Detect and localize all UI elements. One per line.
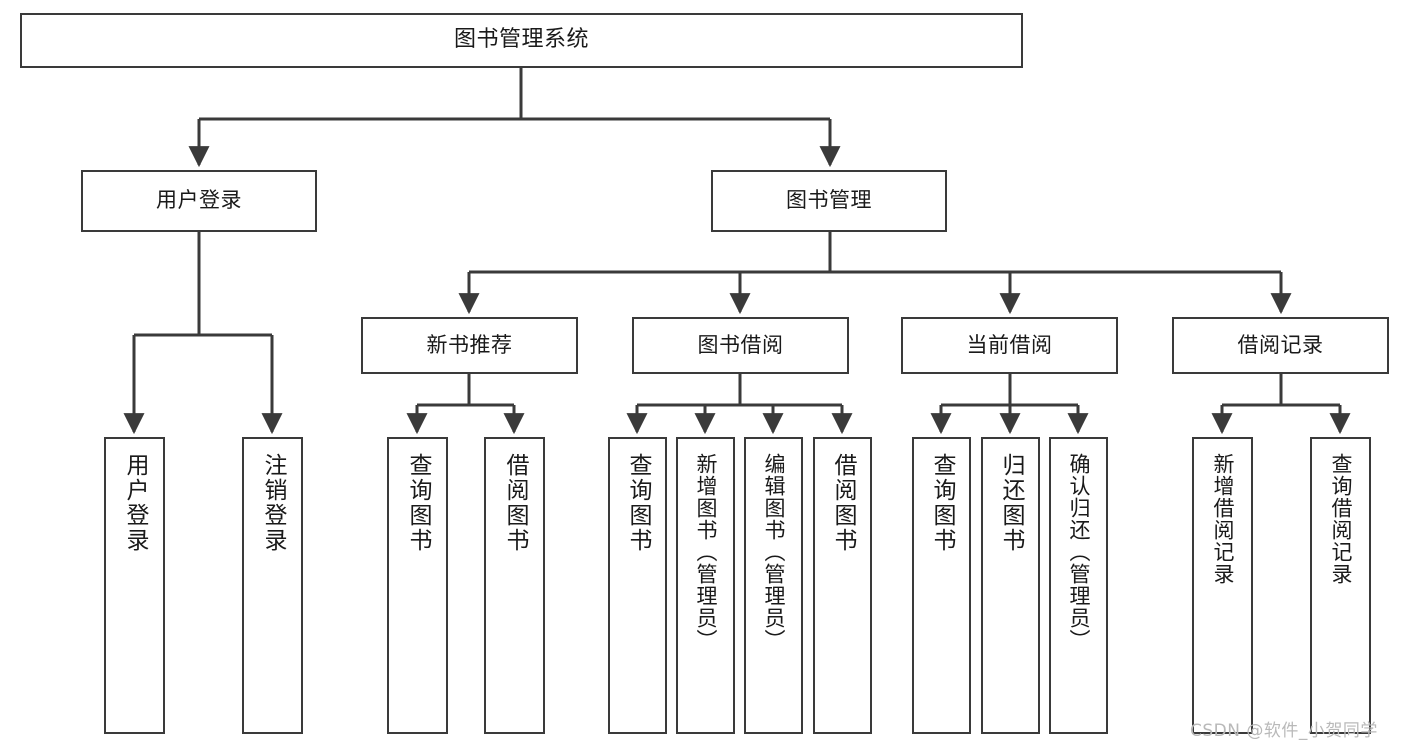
node-leaf-query-book-recommend[interactable]: 查询图书: [387, 437, 448, 734]
node-leaf-return-book[interactable]: 归还图书: [981, 437, 1040, 734]
node-label: 借阅图书: [502, 453, 528, 553]
node-leaf-user-login[interactable]: 用户登录: [104, 437, 165, 734]
node-label: 借阅图书: [830, 453, 856, 553]
node-leaf-add-borrow-record[interactable]: 新增借阅记录: [1192, 437, 1253, 734]
node-leaf-query-borrow-record[interactable]: 查询借阅记录: [1310, 437, 1371, 734]
node-label: 图书管理系统: [453, 27, 589, 53]
node-label: 归还图书: [998, 453, 1024, 553]
node-label: 图书借阅: [697, 332, 784, 357]
node-current-borrow[interactable]: 当前借阅: [901, 317, 1118, 374]
node-book-borrow[interactable]: 图书借阅: [632, 317, 849, 374]
node-leaf-logout[interactable]: 注销登录: [242, 437, 303, 734]
node-label: 查询借阅记录: [1329, 453, 1353, 585]
node-label: 编辑图书（管理员）: [762, 453, 786, 651]
node-label: 新书推荐: [426, 332, 513, 357]
node-label: 当前借阅: [966, 332, 1053, 357]
node-label: 新增图书（管理员）: [694, 453, 718, 651]
node-label: 新增借阅记录: [1211, 453, 1235, 585]
node-label: 图书管理: [786, 188, 872, 213]
node-label: 借阅记录: [1237, 332, 1324, 357]
node-new-book-recommend[interactable]: 新书推荐: [361, 317, 578, 374]
node-borrow-record[interactable]: 借阅记录: [1172, 317, 1389, 374]
node-label: 确认归还（管理员）: [1067, 453, 1091, 651]
node-label: 用户登录: [156, 188, 242, 213]
node-leaf-query-book-borrow[interactable]: 查询图书: [608, 437, 667, 734]
node-leaf-edit-book-admin[interactable]: 编辑图书（管理员）: [744, 437, 803, 734]
node-root-book-management-system[interactable]: 图书管理系统: [20, 13, 1023, 68]
node-leaf-query-book-current[interactable]: 查询图书: [912, 437, 971, 734]
node-label: 查询图书: [625, 453, 651, 553]
node-leaf-borrow-book-recommend[interactable]: 借阅图书: [484, 437, 545, 734]
node-label: 用户登录: [122, 453, 148, 553]
node-leaf-borrow-book[interactable]: 借阅图书: [813, 437, 872, 734]
node-user-login[interactable]: 用户登录: [81, 170, 317, 232]
node-label: 查询图书: [929, 453, 955, 553]
node-label: 注销登录: [260, 453, 286, 553]
node-book-management[interactable]: 图书管理: [711, 170, 947, 232]
node-leaf-confirm-return-admin[interactable]: 确认归还（管理员）: [1049, 437, 1108, 734]
node-leaf-add-book-admin[interactable]: 新增图书（管理员）: [676, 437, 735, 734]
csdn-watermark: CSDN @软件_小贺同学: [1190, 721, 1378, 741]
node-label: 查询图书: [405, 453, 431, 553]
